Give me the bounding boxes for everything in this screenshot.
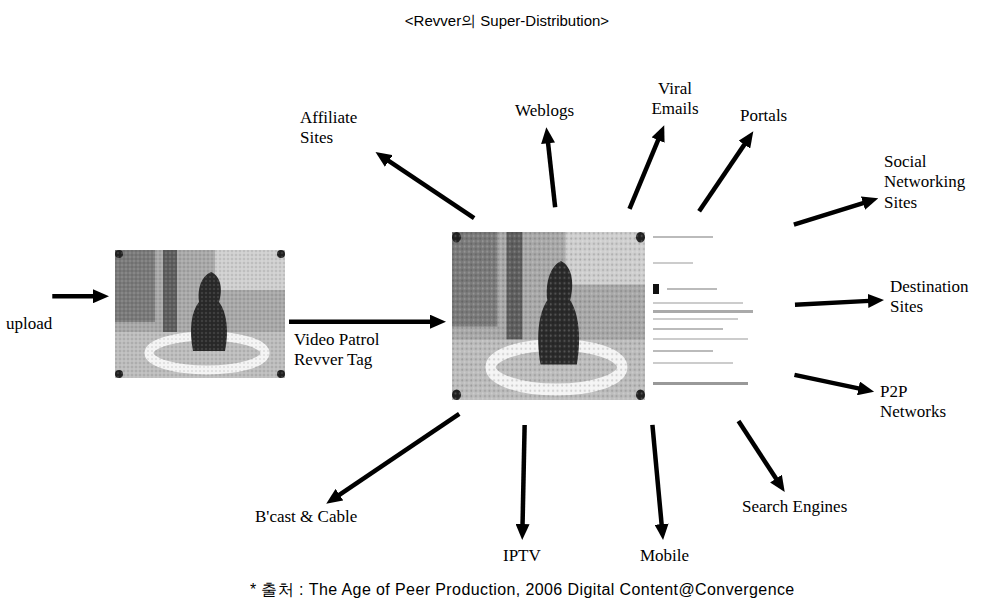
destination-label: Mobile <box>640 546 689 566</box>
destination-label: Portals <box>740 106 787 126</box>
node-text: Weblogs <box>515 101 574 121</box>
distribution-arrow <box>547 137 555 207</box>
node-text: Social Networking Sites <box>884 152 974 213</box>
video-thumbnail <box>452 232 770 400</box>
distribution-arrow <box>794 375 864 390</box>
destination-label: Destination Sites <box>890 277 985 318</box>
node-text: Search Engines <box>742 497 847 517</box>
source-caption: * 출처 : The Age of Peer Production, 2006 … <box>250 580 795 599</box>
distribution-arrow <box>52 294 99 299</box>
video-thumbnail <box>115 250 285 378</box>
edge-label: Video Patrol Revver Tag <box>294 330 409 371</box>
web-page-thumbnail <box>645 232 770 395</box>
destination-label: Affiliate Sites <box>300 108 380 149</box>
destination-label: B'cast & Cable <box>255 507 357 527</box>
destination-label: upload <box>6 290 52 334</box>
distribution-arrow <box>289 319 436 324</box>
node-text: Portals <box>740 106 787 126</box>
destination-label: P2P Networks <box>880 382 970 423</box>
destination-label: IPTV <box>503 546 541 566</box>
node-text: P2P Networks <box>880 382 970 423</box>
distribution-arrow <box>738 421 779 484</box>
destination-label: Social Networking Sites <box>884 152 974 213</box>
diagram-title: <Revver의 Super-Distribution> <box>405 12 609 30</box>
node-text: IPTV <box>503 546 541 566</box>
distribution-arrow <box>699 140 748 212</box>
node-text: B'cast & Cable <box>255 507 357 527</box>
distribution-arrow <box>794 201 869 224</box>
node-text: Viral Emails <box>645 79 705 120</box>
node-text: upload <box>6 314 52 334</box>
destination-label: Search Engines <box>742 497 847 517</box>
video-photo <box>452 232 645 400</box>
node-text: Affiliate Sites <box>300 108 380 149</box>
distribution-arrow <box>335 414 460 498</box>
destination-label: Viral Emails <box>645 79 705 120</box>
video-photo <box>115 250 285 378</box>
destination-label: Weblogs <box>515 101 574 121</box>
distribution-arrow <box>384 158 474 218</box>
distribution-arrow <box>522 425 524 530</box>
distribution-arrow <box>629 135 660 209</box>
node-text: Destination Sites <box>890 277 985 318</box>
node-text: Mobile <box>640 546 689 566</box>
distribution-arrow <box>795 301 874 305</box>
distribution-arrow <box>652 425 662 530</box>
